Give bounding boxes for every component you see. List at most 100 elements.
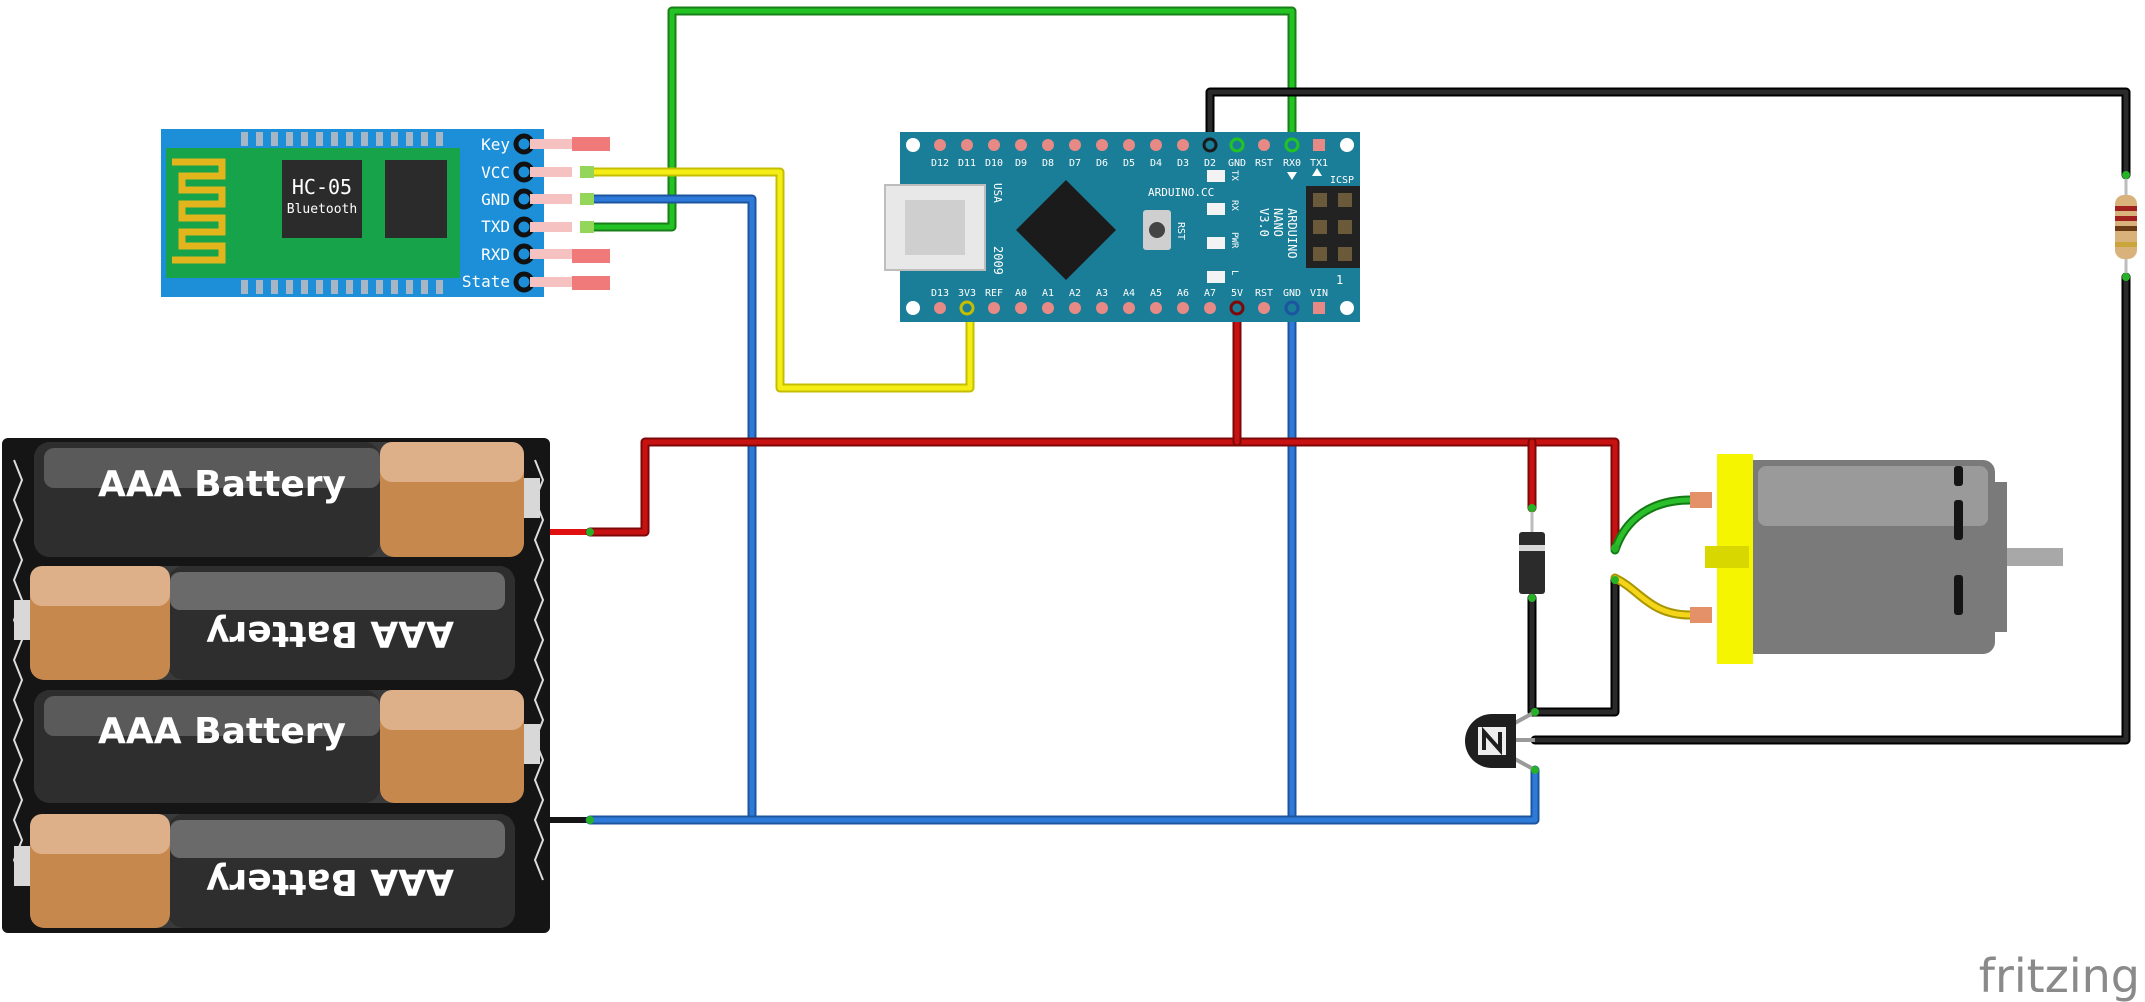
wire-blue-ground-bus[interactable] — [587, 767, 1538, 823]
pin1-label: 1 — [1336, 273, 1343, 287]
transistor-leads — [1512, 710, 1536, 772]
icsp-header[interactable]: ICSP 1 — [1306, 175, 1360, 287]
led-pwr — [1207, 237, 1225, 249]
resistor-band — [2115, 216, 2137, 221]
resistor-band — [2115, 242, 2137, 247]
nano-pin-label: D5 — [1123, 158, 1135, 169]
junctions — [586, 171, 2130, 824]
nano-pin-label: D2 — [1204, 158, 1216, 169]
bt-module-name: HC-05 — [292, 175, 352, 199]
motor-vent — [1954, 466, 1963, 486]
wire-red-power-bus[interactable] — [587, 439, 1618, 551]
led-label: TX — [1229, 170, 1239, 181]
nano-pin-label: 5V — [1231, 288, 1243, 299]
battery-cell-1: AAA Battery — [34, 442, 540, 557]
battery-cell-3: AAA Battery — [34, 690, 540, 803]
wire-black-outline — [1527, 575, 1620, 717]
nano-pin-label: RX0 — [1283, 158, 1301, 169]
motor-vent — [1954, 575, 1963, 615]
led-tx — [1207, 170, 1225, 182]
battery-label: AAA Battery — [206, 861, 454, 902]
wire-green-txd-rx0[interactable] — [587, 8, 1295, 230]
wire-blue-bt-gnd[interactable] — [587, 196, 755, 823]
led-label: PWR — [1229, 232, 1239, 249]
battery-cell-2: AAA Battery — [14, 566, 515, 680]
battery-pack[interactable]: AAA Battery AAA Battery AAA Battery — [2, 438, 590, 933]
nano-pin-label: D12 — [931, 158, 949, 169]
arduino-nano[interactable]: RST USA 2009 ARDUINO.CC ARDUINO NANO V3.… — [884, 132, 1360, 322]
diode-cathode-band — [1519, 545, 1545, 551]
bt-chip-secondary — [385, 160, 447, 238]
diode-body — [1519, 532, 1545, 594]
rst-button-label: RST — [1175, 222, 1186, 240]
nano-pin-label: GND — [1228, 158, 1246, 169]
board-name-labels: ARDUINO NANO V3.0 — [1257, 208, 1299, 259]
resistor[interactable] — [2115, 175, 2137, 277]
bt-pin-label: RXD — [481, 245, 510, 264]
nano-pin-label: A2 — [1069, 288, 1081, 299]
nano-pin-label: D8 — [1042, 158, 1054, 169]
battery-label: AAA Battery — [98, 711, 346, 752]
bt-pin-label: Key — [481, 135, 510, 154]
nano-top-pin-labels: D12 D11 D10 D9 D8 D7 D6 D5 D4 D3 D2 GND … — [931, 158, 1328, 169]
motor-endcap-hub — [1705, 546, 1749, 568]
icsp-label: ICSP — [1330, 175, 1354, 186]
motor-terminal — [1690, 492, 1712, 508]
spring-right — [533, 459, 545, 881]
nano-pin-label: A3 — [1096, 288, 1108, 299]
motor-vent — [1954, 500, 1963, 540]
nano-pin-label: A6 — [1177, 288, 1189, 299]
resistor-band — [2115, 206, 2137, 211]
antenna-icon — [172, 158, 226, 264]
pin-marker-icon — [1287, 172, 1297, 180]
led-rx — [1207, 203, 1225, 215]
wire-blue-outline — [585, 765, 1540, 825]
bt-chip-main — [282, 160, 362, 238]
usa-label: USA — [991, 183, 1004, 203]
motor-shaft — [2007, 548, 2063, 566]
nano-pin-label: D10 — [985, 158, 1003, 169]
reset-button-cap[interactable] — [1149, 222, 1165, 238]
wires — [585, 6, 2131, 825]
nano-pin-pads[interactable] — [906, 137, 1354, 316]
bt-header-pins[interactable] — [513, 133, 610, 293]
battery-cell-4: AAA Battery — [14, 814, 515, 928]
transistor[interactable] — [1465, 710, 1536, 772]
wire-yellow-vcc-3v3[interactable] — [587, 169, 973, 391]
dc-motor[interactable] — [1690, 454, 2063, 664]
nano-bottom-pin-labels: D13 3V3 REF A0 A1 A2 A3 A4 A5 A6 A7 5V R… — [931, 288, 1328, 299]
battery-holder — [2, 438, 550, 933]
wire-blue-outline — [585, 194, 757, 825]
fritzing-watermark: fritzing — [1979, 949, 2140, 1002]
wire-black-resistor-base[interactable] — [1532, 274, 2129, 743]
bt-pin-label: GND — [481, 190, 510, 209]
bt-pin-label: State — [462, 272, 510, 291]
nano-pin-label: A5 — [1150, 288, 1162, 299]
nano-pin-label: D7 — [1069, 158, 1081, 169]
bt-pin-labels: Key VCC GND TXD RXD State — [462, 135, 511, 291]
status-leds: TX RX PWR L — [1207, 170, 1239, 283]
wire-motor-lead-yellow[interactable] — [1612, 575, 1693, 618]
wire-black-collector[interactable] — [1529, 577, 1618, 715]
led-label: RX — [1229, 200, 1239, 211]
nano-pin-label: VIN — [1310, 288, 1328, 299]
bt-module-subtitle: Bluetooth — [287, 202, 357, 217]
npn-icon — [1482, 726, 1502, 756]
wire-black-d2-resistor[interactable] — [1207, 89, 2129, 178]
wire-motor-lead-green[interactable] — [1612, 497, 1693, 553]
usb-port — [905, 200, 965, 255]
spring-left — [12, 459, 24, 881]
motor-highlight — [1758, 466, 1988, 526]
bluetooth-module[interactable]: HC-05 Bluetooth Key VCC GND TXD RXD Stat… — [161, 129, 610, 297]
battery-label: AAA Battery — [206, 613, 454, 654]
pin-marker-icon — [1312, 168, 1322, 176]
nano-pin-label: GND — [1283, 288, 1301, 299]
wire-red-outline — [585, 437, 1620, 553]
nano-pin-label: D13 — [931, 288, 949, 299]
diode[interactable] — [1519, 505, 1545, 600]
nano-pin-label: D3 — [1177, 158, 1189, 169]
nano-pin-label: A4 — [1123, 288, 1135, 299]
nano-pin-label: D11 — [958, 158, 976, 169]
nano-pin-label: A7 — [1204, 288, 1216, 299]
